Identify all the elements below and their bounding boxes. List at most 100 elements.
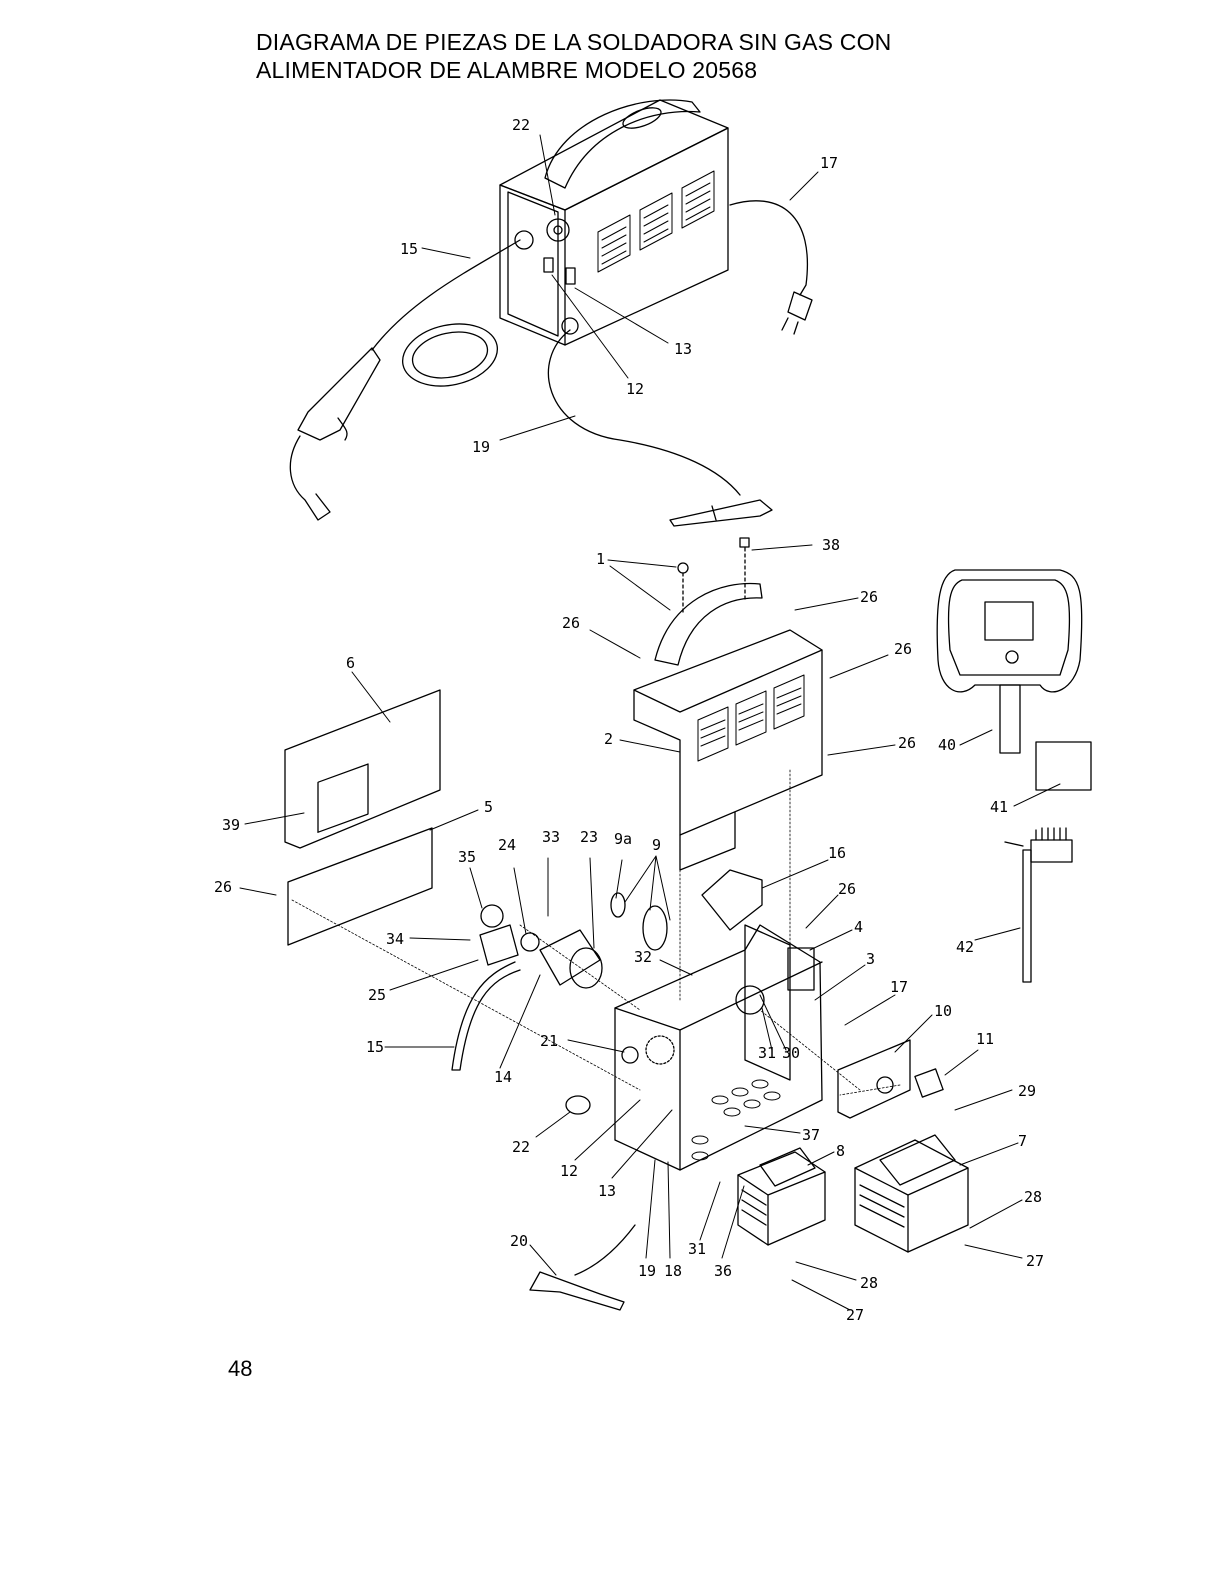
part-35-tensioner xyxy=(480,904,504,928)
callout-label: 26 xyxy=(562,614,580,632)
callout-label: 32 xyxy=(634,948,652,966)
part-feed-motor xyxy=(539,929,601,986)
cabinet-inner-frame xyxy=(507,191,559,337)
part-42-brush xyxy=(1004,827,1073,983)
callout-label: 34 xyxy=(386,930,404,948)
callout-label: 2 xyxy=(604,730,613,748)
callout-label: 26 xyxy=(860,588,878,606)
callout-label: 19 xyxy=(638,1262,656,1280)
callout-label: 41 xyxy=(990,798,1008,816)
ground-socket xyxy=(561,317,579,335)
gun-cable xyxy=(371,239,521,351)
callout-label: 18 xyxy=(664,1262,682,1280)
part-40-face-shield xyxy=(936,569,1083,754)
gun-cable-coil-inner xyxy=(411,331,489,379)
callout-label: 22 xyxy=(512,116,530,134)
callout-label: 17 xyxy=(890,978,908,996)
ground-cable xyxy=(547,329,741,496)
callout-label: 29 xyxy=(1018,1082,1036,1100)
callout-label: 28 xyxy=(860,1274,878,1292)
part-39-window xyxy=(317,763,369,833)
part-8-transformer xyxy=(737,1147,826,1246)
gun-trigger xyxy=(337,417,348,441)
chassis-rear-panel xyxy=(744,924,791,1081)
callout-label: 26 xyxy=(214,878,232,896)
part-21-inlet xyxy=(621,1046,639,1064)
callout-label: 17 xyxy=(820,154,838,172)
chassis-floor-vents xyxy=(691,1079,781,1161)
callout-label: 22 xyxy=(512,1138,530,1156)
callout-label: 10 xyxy=(934,1002,952,1020)
part-41-lens xyxy=(1035,741,1092,791)
callout-label: 9a xyxy=(614,830,632,848)
gun-nozzle xyxy=(289,435,331,521)
part-9a-rectifier xyxy=(610,892,626,918)
callout-label: 33 xyxy=(542,828,560,846)
callout-label: 11 xyxy=(976,1030,994,1048)
callout-label: 21 xyxy=(540,1032,558,1050)
callout-label: 36 xyxy=(714,1262,732,1280)
power-plug xyxy=(781,291,813,335)
diagram-title: DIAGRAMA DE PIEZAS DE LA SOLDADORA SIN G… xyxy=(256,28,891,84)
part-24-roller xyxy=(520,932,540,952)
cover-vents xyxy=(697,674,805,762)
side-vents xyxy=(597,170,715,273)
callout-label: 6 xyxy=(346,654,355,672)
callout-label: 13 xyxy=(598,1182,616,1200)
gun-cable-coil xyxy=(401,323,499,387)
callout-label: 13 xyxy=(674,340,692,358)
voltage-knob-center xyxy=(553,225,563,235)
part-9-rectifier xyxy=(642,905,668,951)
callout-label: 30 xyxy=(782,1044,800,1062)
ground-clamp xyxy=(669,499,773,527)
callout-label: 12 xyxy=(626,380,644,398)
callout-label: 39 xyxy=(222,816,240,834)
callout-label: 24 xyxy=(498,836,516,854)
page-number: 48 xyxy=(228,1356,253,1381)
callout-label: 23 xyxy=(580,828,598,846)
callout-label: 38 xyxy=(822,536,840,554)
motor-shaft xyxy=(569,947,603,989)
handle-screw xyxy=(677,562,689,574)
part-7-transformer xyxy=(854,1134,969,1253)
cover-fold xyxy=(633,649,823,713)
callout-label: 40 xyxy=(938,736,956,754)
callout-labels-assembled: 22 17 15 13 12 19 xyxy=(400,116,838,456)
callout-label: 31 xyxy=(688,1240,706,1258)
callout-label: 26 xyxy=(894,640,912,658)
title-line-1: DIAGRAMA DE PIEZAS DE LA SOLDADORA SIN G… xyxy=(256,29,892,55)
callout-label: 27 xyxy=(846,1306,864,1324)
callout-label: 9 xyxy=(652,836,661,854)
callout-label: 42 xyxy=(956,938,974,956)
callout-label: 27 xyxy=(1026,1252,1044,1270)
part-handle xyxy=(654,582,763,666)
switch-12 xyxy=(543,257,554,273)
callout-labels-exploded: 1 38 26 26 26 26 6 2 40 41 39 5 33 23 9a… xyxy=(214,536,1044,1324)
part-21-feed-gear xyxy=(645,1035,675,1065)
part-38-nut xyxy=(739,537,750,548)
cover-lower-flap xyxy=(679,811,736,871)
callout-label: 35 xyxy=(458,848,476,866)
callout-label: 14 xyxy=(494,1068,512,1086)
title-line-2: ALIMENTADOR DE ALAMBRE MODELO 20568 xyxy=(256,57,758,83)
callout-label: 26 xyxy=(898,734,916,752)
part-top-cover xyxy=(633,629,823,836)
part-4-vent xyxy=(787,947,815,991)
voltage-knob xyxy=(546,218,570,242)
callout-label: 3 xyxy=(866,950,875,968)
exploded-view xyxy=(284,537,1092,1311)
part-gun-cable xyxy=(451,961,521,1071)
part-side-panel-6 xyxy=(284,689,441,849)
cabinet-top-panel xyxy=(499,99,729,211)
part-side-panel-5 xyxy=(287,827,433,946)
callout-label: 37 xyxy=(802,1126,820,1144)
callout-label: 15 xyxy=(366,1038,384,1056)
welding-gun xyxy=(297,347,381,441)
switch-13 xyxy=(565,267,576,285)
callout-label: 8 xyxy=(836,1142,845,1160)
part-16-plate xyxy=(701,869,763,931)
callout-label: 7 xyxy=(1018,1132,1027,1150)
chassis-front xyxy=(614,1007,681,1171)
callout-label: 28 xyxy=(1024,1188,1042,1206)
